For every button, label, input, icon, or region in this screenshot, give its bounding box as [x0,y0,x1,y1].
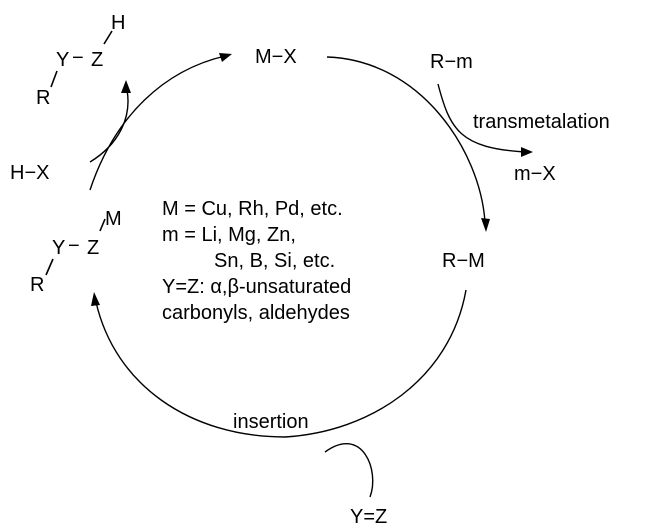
arrowhead-product [121,80,131,93]
legend-line-yz-cont: carbonyls, aldehydes [162,302,350,324]
step-transmetalation: transmetalation [473,111,610,133]
species-yz: Y=Z [350,506,387,528]
intermediate-atom-r: R [30,274,44,296]
arrowhead-intermediate [91,292,100,306]
insertion-side-arc [324,443,374,498]
arrowhead-mx-byproduct [521,147,533,157]
species-rm: R−M [442,250,485,272]
arrowhead-rm [481,218,490,232]
transmetalation-side-arc [437,83,526,153]
legend-line-metal: M = Cu, Rh, Pd, etc. [162,198,343,220]
species-hx: H−X [10,162,49,184]
legend-line-m-group-cont: Sn, B, Si, etc. [214,250,335,272]
legend-line-m-group: m = Li, Mg, Zn, [162,224,296,246]
species-mx-byproduct: m−X [514,163,556,185]
bond-z-h [103,30,113,45]
legend-line-yz: Y=Z: α,β-unsaturated [162,276,351,298]
bond-z-m [99,218,106,232]
protonolysis-side-arc [89,89,129,163]
intermediate-structure: M Y − Z R [30,208,122,296]
step-insertion: insertion [233,411,309,433]
cycle-arc-insertion-to-intermediate [95,301,286,438]
product-structure: H Y − Z R [36,12,125,109]
cycle-arc-to-mx [89,55,226,191]
species-mx: M−X [255,46,297,68]
product-atom-h: H [111,12,125,34]
cycle-arc-rm-to-insertion [284,289,467,438]
product-atom-y: Y [56,49,69,71]
intermediate-bond-dash: − [68,235,80,257]
legend: M = Cu, Rh, Pd, etc. m = Li, Mg, Zn, Sn,… [162,198,351,324]
bond-r-y [50,70,58,88]
product-bond-dash: − [72,47,84,69]
cycle-arc-mx-to-rm [326,56,486,223]
intermediate-atom-m: M [105,208,122,230]
product-atom-z: Z [91,49,103,71]
intermediate-atom-z: Z [87,237,99,259]
arrowhead-mx [219,53,232,62]
product-atom-r: R [36,87,50,109]
species-rm-reagent: R−m [430,51,473,73]
intermediate-atom-y: Y [52,237,65,259]
bond-r-y [45,258,54,276]
